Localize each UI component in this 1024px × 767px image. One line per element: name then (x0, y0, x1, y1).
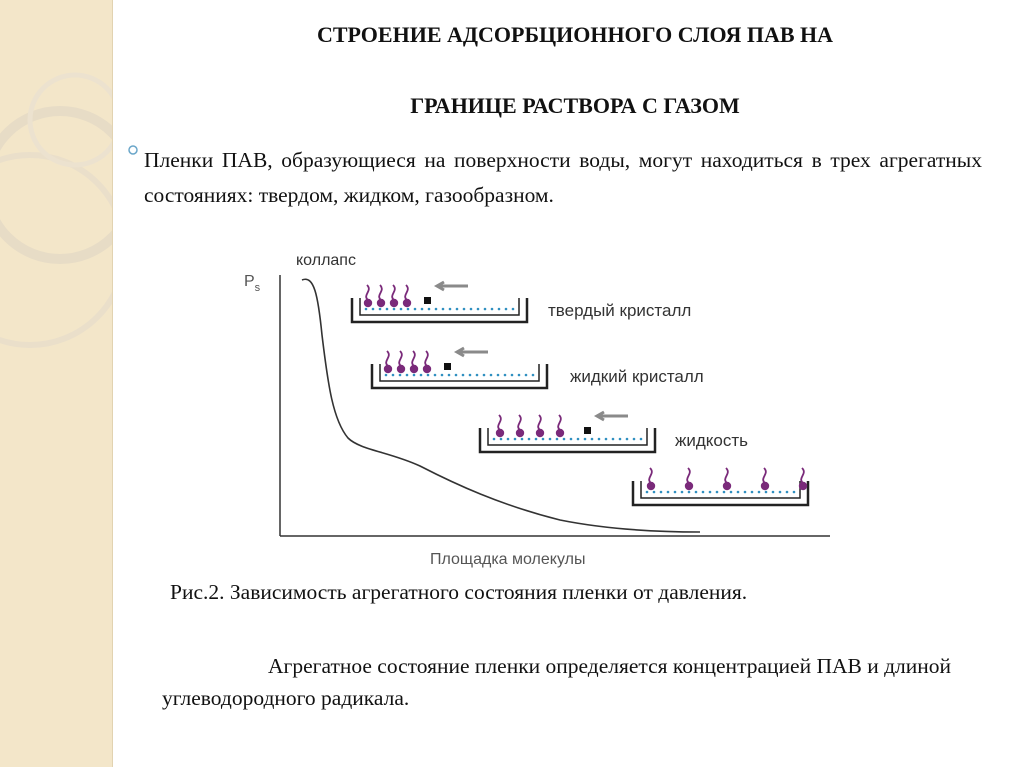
surfactant-molecule (760, 481, 770, 491)
trough-state-3: жидкость (478, 410, 748, 454)
bullet-paragraph: Пленки ПАВ, образующиеся на поверхности … (144, 148, 982, 207)
surfactant-molecule (535, 428, 545, 438)
surfactant-molecule (495, 428, 505, 438)
trough-inner (640, 481, 801, 499)
y-axis-label: Ps (244, 273, 261, 294)
compression-arrow-icon (453, 346, 488, 358)
bullet-icon (128, 145, 138, 155)
surfactant-molecule (422, 364, 432, 374)
decorative-sidebar (0, 0, 113, 767)
state-label: твердый кристалл (548, 301, 691, 320)
compression-arrow-icon (593, 410, 628, 422)
molecule-tail (648, 467, 653, 484)
trough-inner (487, 428, 648, 446)
molecule-tail (762, 467, 767, 484)
surfactant-molecule (389, 298, 399, 308)
molecule-tail (497, 414, 502, 431)
surfactant-molecule (363, 298, 373, 308)
decorative-circles (0, 72, 112, 348)
barrier-block (584, 427, 591, 434)
trough-outer (631, 481, 810, 507)
surfactant-molecule (409, 364, 419, 374)
molecule-tail (365, 284, 370, 301)
water-surface (645, 490, 796, 494)
surfactant-molecule (555, 428, 565, 438)
surfactant-molecule (722, 481, 732, 491)
molecule-tail (517, 414, 522, 431)
trough-state-4: газ (631, 467, 810, 507)
slide-title-line-1: СТРОЕНИЕ АДСОРБЦИОННОГО СЛОЯ ПАВ НА (316, 22, 834, 47)
film-state-diagram: Ps Площадка молекулы коллапс твердый кри… (244, 252, 830, 568)
surfactant-molecule (396, 364, 406, 374)
molecule-tail (378, 284, 383, 301)
surfactant-molecule (376, 298, 386, 308)
molecule-tail (724, 467, 729, 484)
surfactant-molecule (402, 298, 412, 308)
molecule-tail (424, 350, 429, 367)
pressure-area-curve (301, 278, 701, 533)
figure-caption: Рис.2. Зависимость агрегатного состояния… (170, 580, 748, 604)
surfactant-molecule (515, 428, 525, 438)
slide-title-line-2: ГРАНИЦЕ РАСТВОРА С ГАЗОМ (410, 93, 740, 118)
trough-state-1: твердый кристалл (350, 280, 691, 324)
trough-outer (370, 364, 549, 390)
molecule-tail (398, 350, 403, 367)
surfactant-molecule (684, 481, 694, 491)
collapse-label: коллапс (296, 252, 356, 269)
barrier-block (424, 297, 431, 304)
conclusion-paragraph: Агрегатное состояние пленки определяется… (162, 654, 952, 710)
trough-state-2: жидкий кристалл (370, 346, 704, 390)
water-surface (384, 373, 535, 377)
molecule-tail (411, 350, 416, 367)
trough-inner (359, 298, 520, 316)
state-label: жидкий кристалл (570, 367, 704, 386)
molecule-tail (385, 350, 390, 367)
trough-outer (478, 428, 657, 454)
molecule-tail (800, 467, 805, 484)
molecule-tail (686, 467, 691, 484)
barrier-block (444, 363, 451, 370)
trough-states: твердый кристалл жидкий кристалл жидкость г… (350, 280, 810, 507)
molecule-tail (537, 414, 542, 431)
state-label: жидкость (675, 431, 748, 450)
compression-arrow-icon (433, 280, 468, 292)
molecule-tail (557, 414, 562, 431)
trough-outer (350, 298, 529, 324)
surfactant-molecule (798, 481, 808, 491)
molecule-tail (404, 284, 409, 301)
x-axis-label: Площадка молекулы (430, 551, 585, 568)
water-surface (492, 437, 643, 441)
trough-inner (379, 364, 540, 382)
water-surface (364, 307, 515, 311)
surfactant-molecule (646, 481, 656, 491)
molecule-tail (391, 284, 396, 301)
surfactant-molecule (383, 364, 393, 374)
